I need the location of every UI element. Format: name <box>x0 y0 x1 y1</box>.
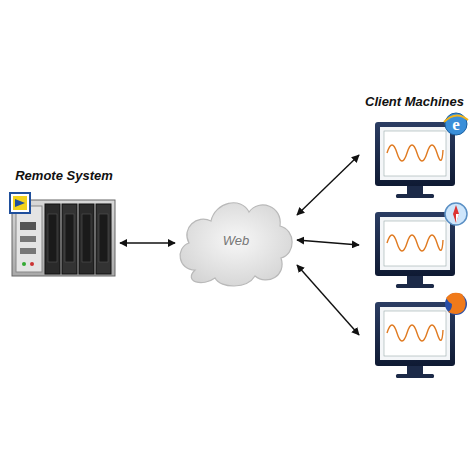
node-heading: Remote System <box>13 166 115 185</box>
cloud-outline <box>180 203 292 286</box>
svg-text:e: e <box>452 115 460 134</box>
client-machines-node: Client Machines <box>359 92 470 384</box>
web-cloud: Web <box>175 190 297 290</box>
remote-system-node: Remote System <box>8 166 120 278</box>
double-arrow <box>120 242 175 243</box>
double-arrow <box>297 155 359 215</box>
chassis-illustration <box>10 193 115 276</box>
monitor-illustrations: e <box>375 113 468 378</box>
node-heading: Client Machines <box>363 92 466 111</box>
double-arrow <box>297 265 359 335</box>
cloud-label: Web <box>223 233 250 248</box>
double-arrow <box>297 240 359 245</box>
